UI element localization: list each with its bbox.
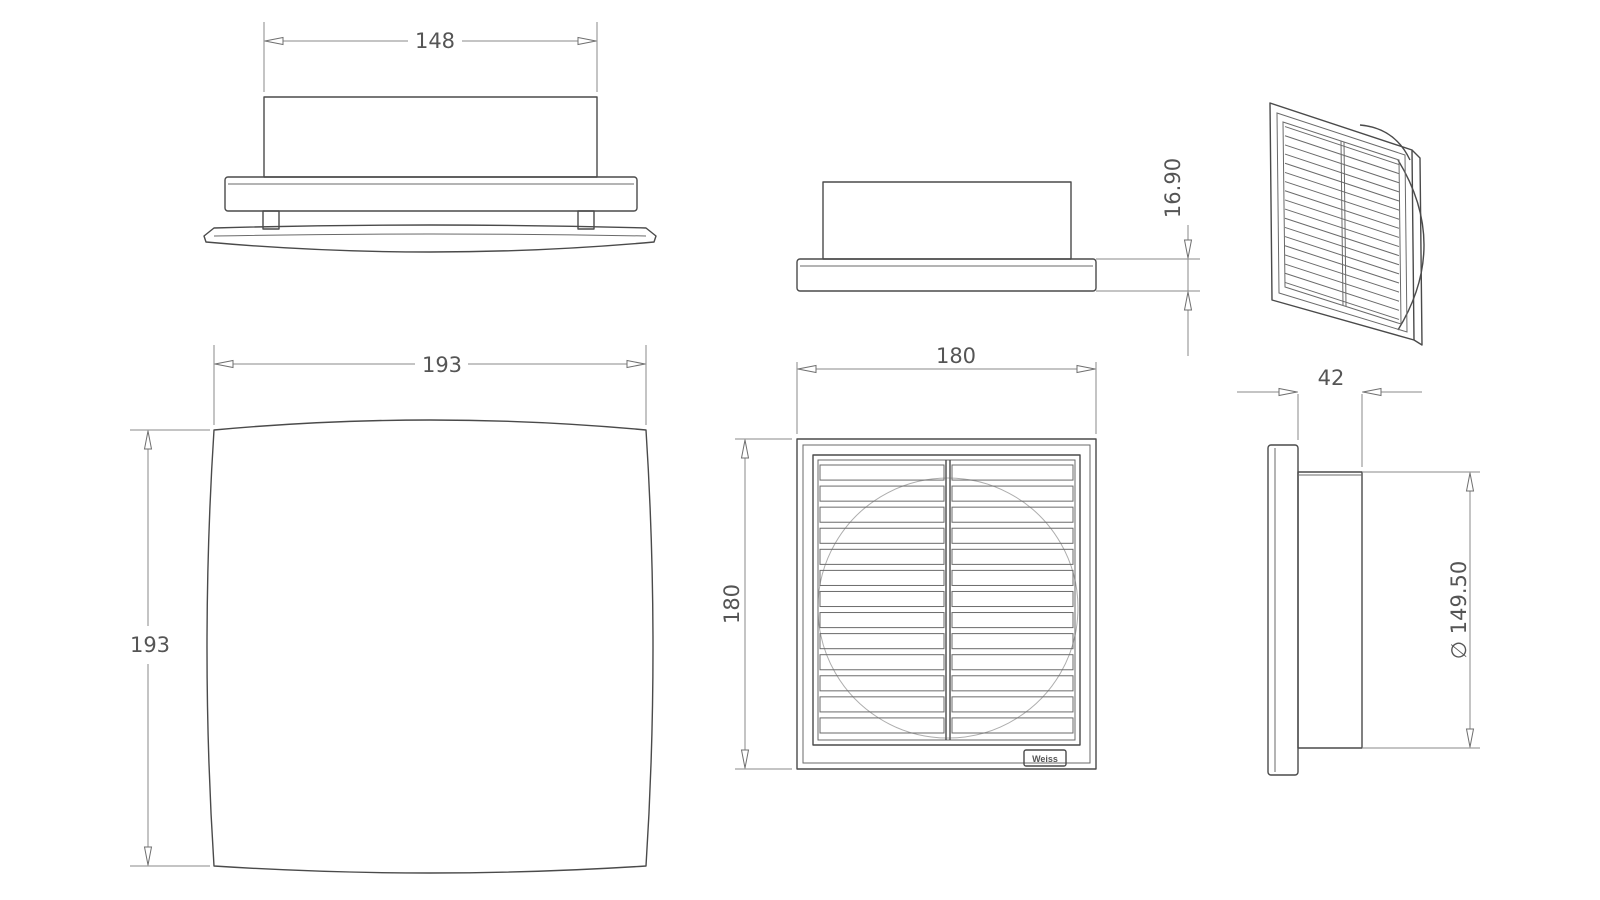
dim-label-duct-diameter: ∅ 149.50 [1447, 561, 1471, 659]
louver-slat [951, 717, 1074, 734]
isometric-view [1269, 102, 1425, 346]
dim-duct-diameter: ∅ 149.50 [1362, 471, 1480, 749]
isometric-slat [1284, 135, 1400, 175]
louver-slat [819, 590, 945, 608]
isometric-slat [1284, 162, 1400, 202]
isometric-slat [1284, 217, 1400, 257]
louver-slat [819, 464, 945, 481]
louver-slat [819, 654, 945, 671]
top-view-grille [796, 181, 1097, 292]
isometric-slat [1284, 144, 1400, 184]
isometric-slat [1284, 226, 1400, 266]
isometric-slat [1284, 272, 1400, 311]
louver-slat [951, 527, 1074, 544]
louver-slat [951, 612, 1074, 629]
dim-depth: 42 [1237, 366, 1422, 467]
louver-slat [951, 464, 1074, 481]
louver-slat [951, 654, 1074, 671]
isometric-slat [1284, 208, 1400, 248]
louver-slat [819, 717, 945, 734]
dim-label-grille-width: 180 [936, 344, 976, 368]
louver-slat [819, 612, 945, 629]
dim-label-flange-thickness: 16.90 [1161, 158, 1185, 218]
dim-label-grille-height: 180 [720, 584, 744, 624]
isometric-slat [1284, 171, 1400, 211]
louver-slat [819, 675, 945, 692]
side-view [1267, 444, 1363, 776]
isometric-slat [1284, 281, 1400, 320]
louver-slat [951, 569, 1074, 586]
dim-label-front-height: 193 [130, 633, 170, 657]
louver-slat [819, 633, 945, 650]
isometric-slat [1284, 245, 1400, 284]
dim-top-width: 148 [263, 22, 598, 92]
isometric-slat [1284, 236, 1400, 275]
louver-slat [951, 633, 1074, 650]
louver-slat [819, 569, 945, 586]
louver-slat [819, 548, 945, 565]
louver-slat [819, 696, 945, 713]
grille-louvers [819, 464, 1074, 734]
louver-slat [951, 696, 1074, 713]
dim-label-front-width: 193 [422, 353, 462, 377]
louver-slat [951, 485, 1074, 502]
isometric-louvers [1284, 126, 1400, 320]
brand-badge: Weiss [1032, 754, 1058, 764]
isometric-slat [1284, 126, 1400, 166]
dim-grille-height: 180 [720, 438, 792, 770]
louver-slat [951, 590, 1074, 608]
dim-flange-thickness: 16.90 [1096, 158, 1200, 356]
dim-grille-width: 180 [796, 344, 1097, 434]
louver-slat [819, 485, 945, 502]
dim-front-height: 193 [130, 429, 210, 867]
front-view-grille: Weiss [796, 438, 1097, 770]
dim-label-depth: 42 [1318, 366, 1345, 390]
isometric-slat [1284, 254, 1400, 293]
isometric-slat [1284, 263, 1400, 302]
dim-front-width: 193 [213, 345, 647, 425]
dim-label-top-width: 148 [415, 29, 455, 53]
front-view-cover [206, 419, 654, 874]
louver-slat [819, 506, 945, 523]
top-view-cover [203, 96, 657, 253]
louver-slat [819, 527, 945, 544]
isometric-slat [1284, 153, 1400, 193]
louver-slat [951, 506, 1074, 523]
isometric-slat [1284, 181, 1400, 220]
isometric-slat [1284, 199, 1400, 238]
isometric-slat [1284, 190, 1400, 229]
louver-slat [951, 675, 1074, 692]
louver-slat [951, 548, 1074, 565]
